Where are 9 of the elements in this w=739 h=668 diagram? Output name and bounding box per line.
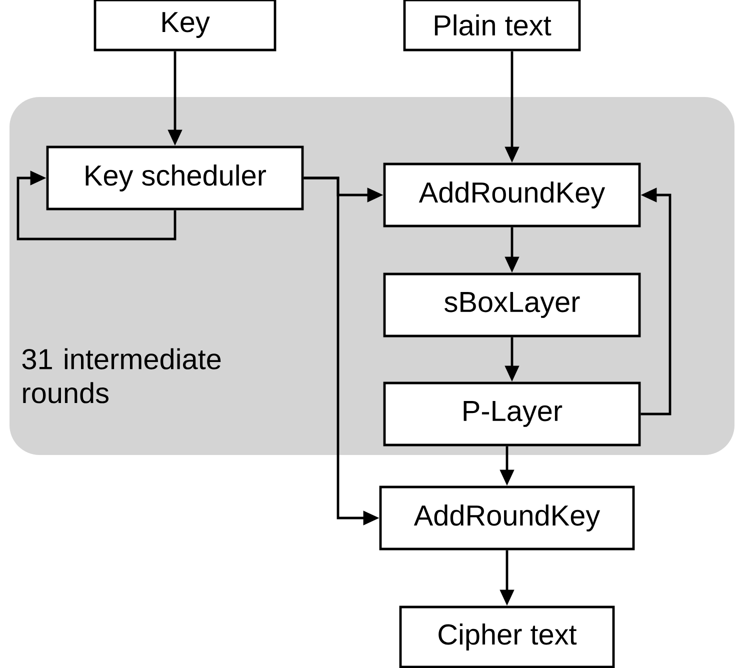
process-box: P-Layer	[383, 382, 641, 446]
process-box: sBoxLayer	[383, 272, 641, 338]
process-box: Key scheduler	[46, 146, 304, 210]
input-box: Key	[94, 0, 276, 52]
input-box: Plain text	[403, 0, 581, 52]
process-box: AddRoundKey	[383, 162, 641, 228]
process-box: AddRoundKey	[379, 486, 635, 550]
arrow	[16, 170, 176, 240]
output-box: Cipher text	[399, 606, 615, 668]
